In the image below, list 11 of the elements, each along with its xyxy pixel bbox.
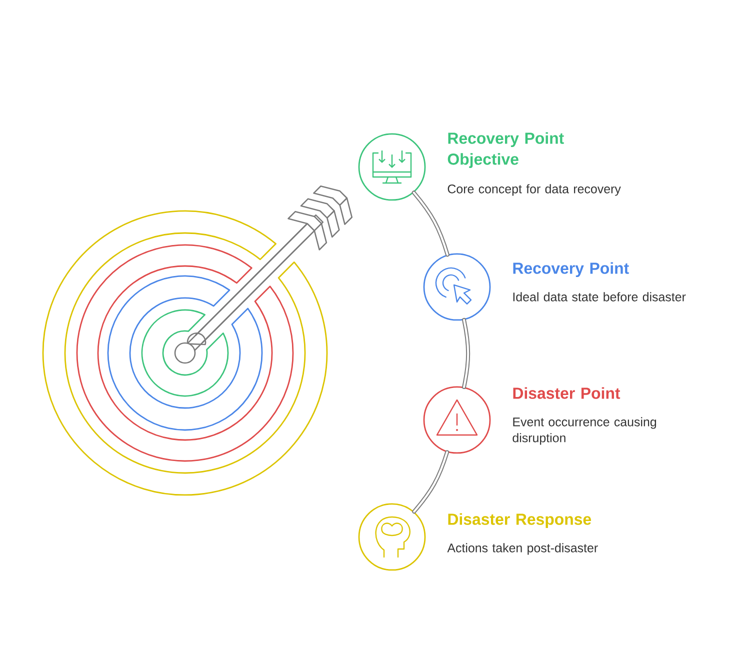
heading: Disaster Point	[513, 387, 620, 399]
connector-line	[462, 318, 470, 390]
description: Actions taken post-disaster	[447, 543, 598, 555]
connector-line	[412, 450, 450, 514]
heading: Disaster Response	[448, 513, 592, 528]
description: Core concept for data recovery	[448, 184, 621, 196]
heading: Recovery Point Objective	[448, 132, 564, 168]
connector-line	[412, 190, 450, 257]
heading: Recovery Point	[513, 262, 629, 278]
description: Ideal data state before disaster	[513, 292, 686, 302]
description: Event occurrence causing disruption	[512, 417, 656, 445]
